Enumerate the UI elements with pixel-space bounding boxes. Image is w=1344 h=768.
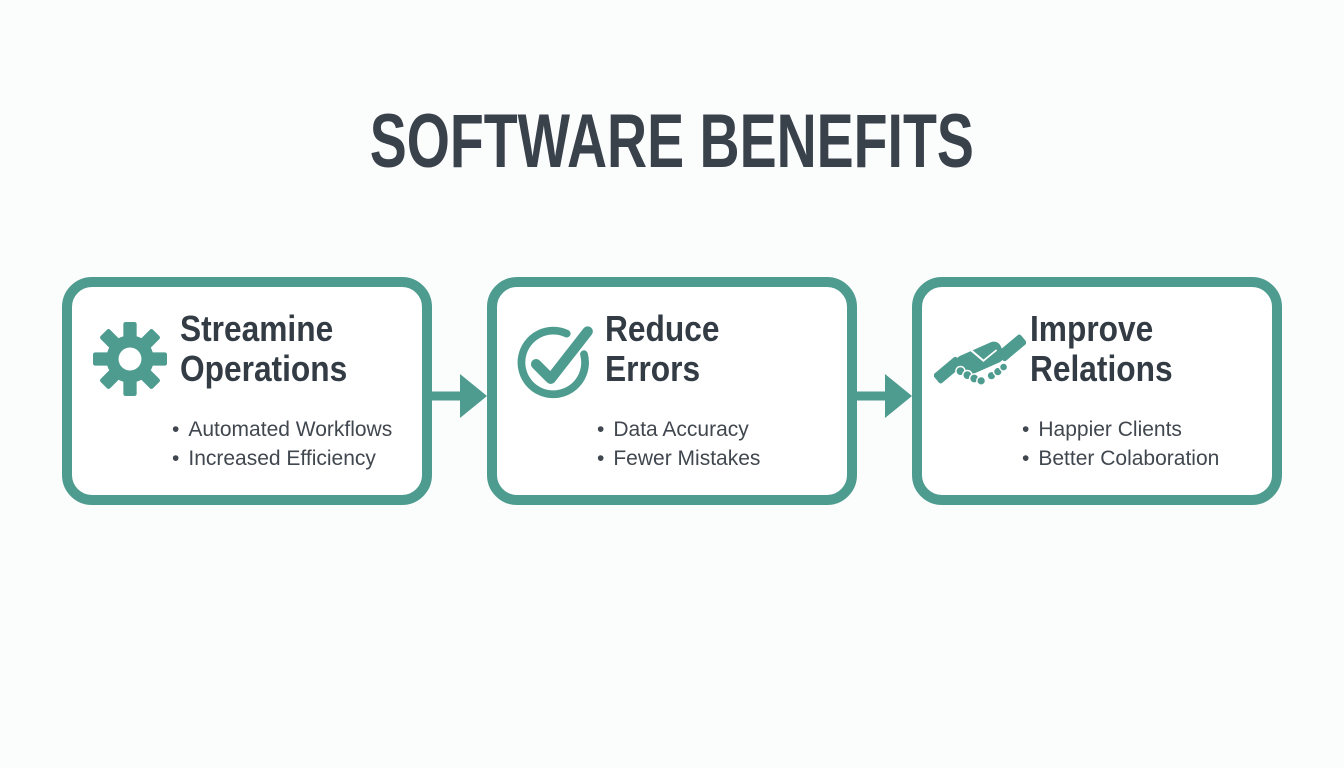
- card-bullet-list: • Data Accuracy • Fewer Mistakes: [597, 416, 760, 473]
- card-heading-line: Errors: [605, 348, 701, 389]
- list-item: • Better Colaboration: [1022, 445, 1219, 473]
- bullet-text: Automated Workflows: [188, 418, 393, 441]
- list-item: • Happier Clients: [1022, 416, 1219, 444]
- card-heading-line: Relations: [1030, 348, 1173, 389]
- arrow-right-icon: [432, 374, 487, 418]
- card-heading: Reduce Errors: [605, 309, 719, 389]
- bullet-dot: •: [597, 418, 605, 441]
- page-title: SOFTWARE BENEFITS: [369, 99, 975, 184]
- flow-connector: [432, 277, 487, 505]
- bullet-text: Fewer Mistakes: [613, 447, 761, 470]
- list-item: • Data Accuracy: [597, 416, 760, 444]
- flow-connector: [857, 277, 912, 505]
- check-circle-icon: [509, 315, 601, 403]
- card-heading: Streamine Operations: [180, 309, 347, 389]
- bullet-dot: •: [1022, 418, 1030, 441]
- bullet-dot: •: [597, 447, 605, 470]
- card-heading-line: Reduce: [605, 308, 720, 349]
- bullet-dot: •: [1022, 447, 1030, 470]
- card-heading-line: Streamine: [180, 308, 334, 349]
- list-item: • Fewer Mistakes: [597, 445, 760, 473]
- benefits-flow: Streamine Operations • Automated Workflo…: [62, 277, 1282, 505]
- arrow-right-icon: [857, 374, 912, 418]
- handshake-icon: [934, 315, 1026, 403]
- bullet-text: Increased Efficiency: [188, 447, 376, 470]
- gear-icon: [84, 315, 176, 403]
- page-header: SOFTWARE BENEFITS: [0, 98, 1344, 185]
- card-bullet-list: • Automated Workflows • Increased Effici…: [172, 416, 392, 473]
- bullet-dot: •: [172, 447, 180, 470]
- benefit-card-improve-relations: Improve Relations • Happier Clients • Be…: [912, 277, 1282, 505]
- card-heading: Improve Relations: [1030, 309, 1173, 389]
- list-item: • Automated Workflows: [172, 416, 392, 444]
- benefit-card-reduce-errors: Reduce Errors • Data Accuracy • Fewer Mi…: [487, 277, 857, 505]
- list-item: • Increased Efficiency: [172, 445, 392, 473]
- card-bullet-list: • Happier Clients • Better Colaboration: [1022, 416, 1219, 473]
- card-heading-line: Improve: [1030, 308, 1154, 349]
- card-heading-line: Operations: [180, 348, 348, 389]
- bullet-text: Happier Clients: [1038, 418, 1182, 441]
- benefit-card-streamline-operations: Streamine Operations • Automated Workflo…: [62, 277, 432, 505]
- bullet-dot: •: [172, 418, 180, 441]
- bullet-text: Data Accuracy: [613, 418, 749, 441]
- bullet-text: Better Colaboration: [1038, 447, 1220, 470]
